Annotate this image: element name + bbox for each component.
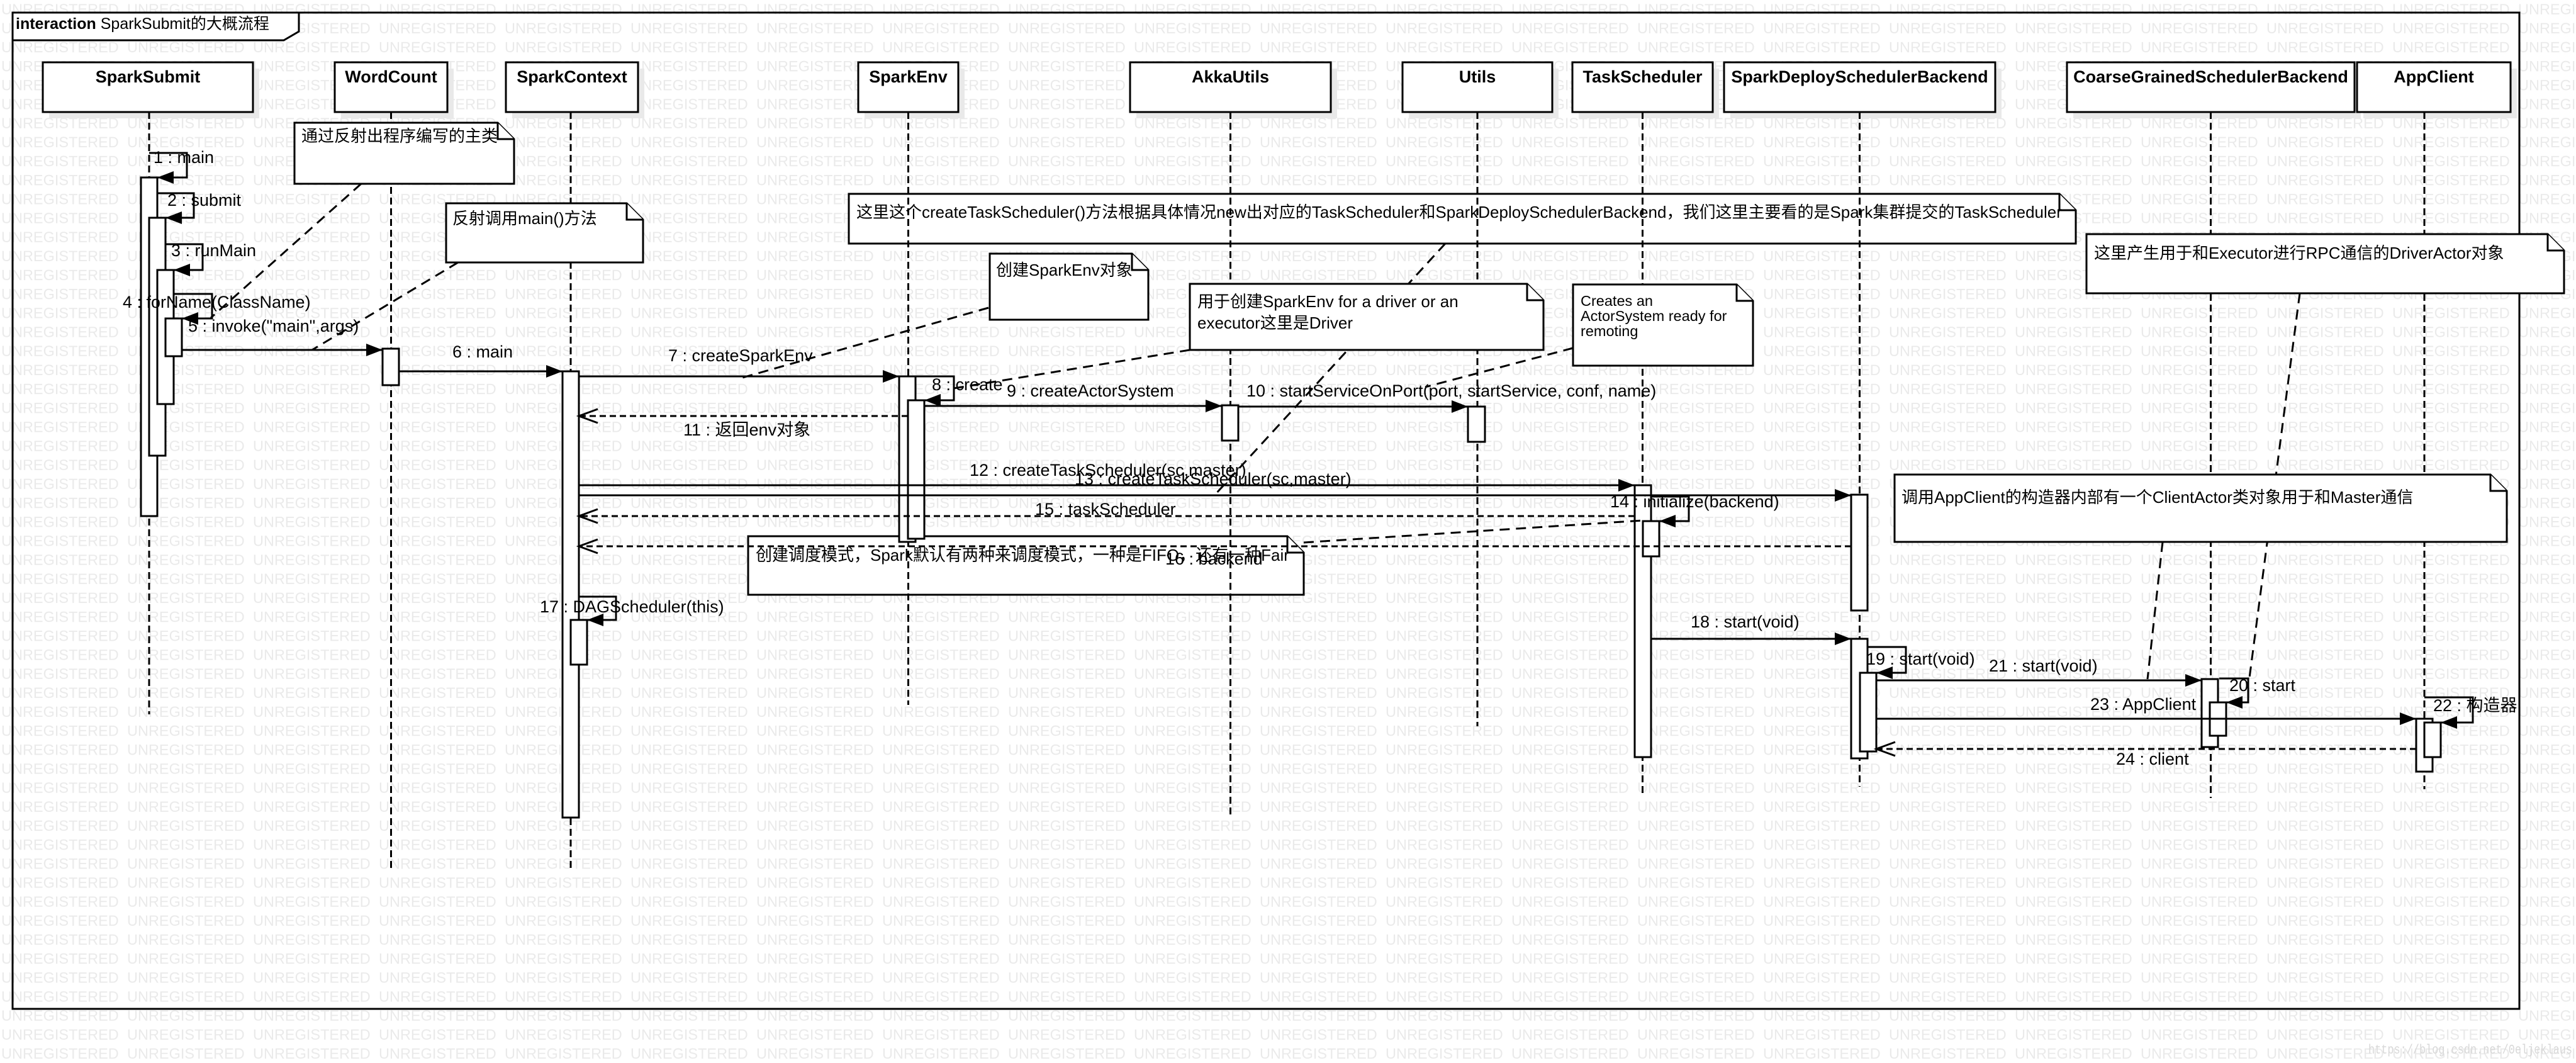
svg-text:CoarseGrainedSchedulerBackend: CoarseGrainedSchedulerBackend bbox=[2073, 67, 2348, 86]
svg-text:23 : AppClient: 23 : AppClient bbox=[2090, 695, 2197, 714]
svg-text:interaction SparkSubmit的大概流程: interaction SparkSubmit的大概流程 bbox=[16, 15, 269, 33]
svg-text:18 : start(void): 18 : start(void) bbox=[1691, 612, 1800, 631]
svg-text:SparkSubmit: SparkSubmit bbox=[96, 67, 201, 86]
svg-text:15 : taskScheduler: 15 : taskScheduler bbox=[1035, 500, 1176, 519]
svg-text:21 : start(void): 21 : start(void) bbox=[1989, 656, 2098, 675]
svg-text:创建SparkEnv对象: 创建SparkEnv对象 bbox=[996, 261, 1133, 279]
svg-text:4 : forName(ClassName): 4 : forName(ClassName) bbox=[123, 293, 311, 312]
svg-text:20 : start: 20 : start bbox=[2229, 676, 2296, 695]
svg-text:SparkContext: SparkContext bbox=[517, 67, 627, 86]
svg-text:创建调度模式，Spark默认有两种来调度模式，一种是FIFO: 创建调度模式，Spark默认有两种来调度模式，一种是FIFO，还有一种Fair bbox=[756, 546, 1289, 565]
svg-text:19 : start(void): 19 : start(void) bbox=[1866, 650, 1975, 668]
svg-text:https://blog.csdn.net/0eljekla: https://blog.csdn.net/0eljeklaus bbox=[2368, 1043, 2572, 1058]
svg-text:6 : main: 6 : main bbox=[452, 342, 513, 361]
svg-text:9 : createActorSystem: 9 : createActorSystem bbox=[1007, 381, 1174, 400]
svg-text:17 : DAGScheduler(this): 17 : DAGScheduler(this) bbox=[540, 597, 724, 616]
svg-text:24 : client: 24 : client bbox=[2116, 750, 2189, 768]
svg-text:AppClient: AppClient bbox=[2394, 67, 2474, 86]
svg-text:ActorSystem ready for: ActorSystem ready for bbox=[1581, 308, 1727, 324]
svg-text:反射调用main()方法: 反射调用main()方法 bbox=[452, 209, 597, 228]
svg-text:7 : createSparkEnv: 7 : createSparkEnv bbox=[668, 346, 813, 365]
svg-text:Utils: Utils bbox=[1459, 67, 1496, 86]
svg-text:通过反射出程序编写的主类: 通过反射出程序编写的主类 bbox=[301, 127, 498, 145]
svg-text:11 : 返回env对象: 11 : 返回env对象 bbox=[683, 420, 810, 439]
svg-text:3 : runMain: 3 : runMain bbox=[171, 241, 256, 260]
svg-text:Creates an: Creates an bbox=[1581, 293, 1653, 309]
svg-text:2 : submit: 2 : submit bbox=[167, 191, 242, 210]
svg-text:WordCount: WordCount bbox=[345, 67, 437, 86]
svg-text:调用AppClient的构造器内部有一个ClientActo: 调用AppClient的构造器内部有一个ClientActor类对象用于和Mas… bbox=[1901, 488, 2413, 507]
svg-text:executor这里是Driver: executor这里是Driver bbox=[1197, 313, 1353, 332]
svg-text:remoting: remoting bbox=[1581, 323, 1638, 339]
svg-text:TaskScheduler: TaskScheduler bbox=[1582, 67, 1703, 86]
svg-text:8 : create: 8 : create bbox=[932, 375, 1003, 394]
svg-text:这里产生用于和Executor进行RPC通信的DriverA: 这里产生用于和Executor进行RPC通信的DriverActor对象 bbox=[2094, 244, 2504, 262]
svg-text:AkkaUtils: AkkaUtils bbox=[1192, 67, 1269, 86]
svg-text:SparkEnv: SparkEnv bbox=[869, 67, 948, 86]
svg-text:22 : 构造器: 22 : 构造器 bbox=[2433, 696, 2517, 715]
svg-text:用于创建SparkEnv for a driver or a: 用于创建SparkEnv for a driver or an bbox=[1197, 292, 1459, 311]
svg-text:16 : backend: 16 : backend bbox=[1165, 549, 1263, 568]
svg-text:这里这个createTaskScheduler()方法根据具: 这里这个createTaskScheduler()方法根据具体情况new出对应的… bbox=[856, 203, 2062, 222]
svg-text:SparkDeploySchedulerBackend: SparkDeploySchedulerBackend bbox=[1731, 67, 1988, 86]
svg-text:5 : invoke("main",args): 5 : invoke("main",args) bbox=[188, 317, 359, 335]
svg-text:13 : createTaskScheduler(sc,ma: 13 : createTaskScheduler(sc,master) bbox=[1075, 470, 1352, 488]
svg-text:1 : main: 1 : main bbox=[154, 148, 214, 167]
svg-text:14 : initialize(backend): 14 : initialize(backend) bbox=[1610, 492, 1779, 511]
svg-text:10 : startServiceOnPort(port,: 10 : startServiceOnPort(port, startServi… bbox=[1246, 381, 1656, 400]
svg-text:12 : createTaskScheduler(sc,ma: 12 : createTaskScheduler(sc,master) bbox=[970, 461, 1246, 480]
